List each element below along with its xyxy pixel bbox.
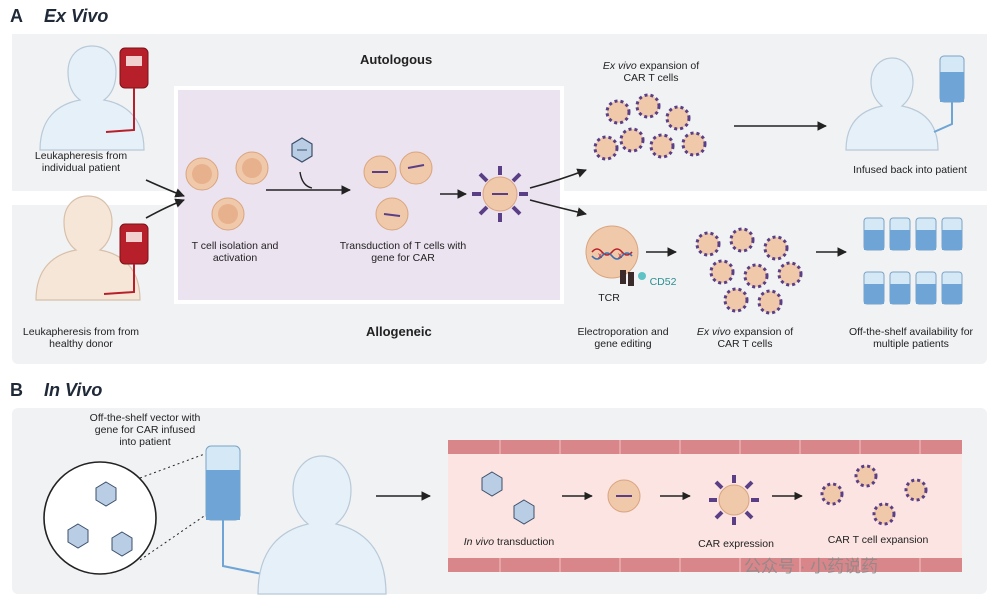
label-electroporation: Electroporation and gene editing [577, 326, 669, 350]
svg-text:x: x [598, 251, 602, 260]
blood-bag-donor [103, 223, 149, 295]
label-off-the-shelf: Off-the-shelf availability for multiple … [848, 326, 974, 350]
panel-a-letter: A [10, 6, 23, 26]
label-expansion-autologous: Ex vivo expansion of CAR T cells [596, 60, 706, 84]
panel-a-title: Ex Vivo [44, 6, 109, 26]
patient-figure-donor [35, 195, 141, 301]
patient-figure-autologous [39, 45, 145, 151]
patient-figure-infused [845, 57, 939, 151]
panel-b-title: In Vivo [44, 380, 103, 400]
label-car-expansion: CAR T cell expansion [827, 534, 929, 546]
label-car-expression: CAR expression [698, 538, 774, 550]
car-t-expansion-autologous [593, 93, 707, 161]
iv-bag-vector [205, 445, 263, 575]
allogeneic-heading: Allogeneic [366, 324, 432, 339]
car-expressing-cell [709, 475, 759, 525]
viral-vector-icon [291, 137, 313, 163]
transduced-t-cell [607, 479, 641, 513]
expansion-rest-allo: expansion of CAR T cells [717, 326, 794, 350]
patient-figure-in-vivo [257, 455, 387, 595]
car-t-cell [472, 166, 528, 222]
in-vivo-rest: transduction [497, 536, 555, 548]
svg-text:x: x [618, 251, 622, 260]
panel-b-illustration [43, 440, 962, 595]
expansion-italic-allo: Ex vivo [696, 326, 731, 338]
label-isolation: T cell isolation and activation [191, 240, 279, 264]
iv-bag-infused [933, 55, 965, 133]
gene-editing-cell: x x [585, 225, 646, 286]
label-transduction: Transduction of T cells with gene for CA… [339, 240, 467, 264]
expansion-rest: expansion of CAR T cells [623, 60, 700, 84]
label-vector: Off-the-shelf vector with gene for CAR i… [89, 412, 201, 448]
label-infused-back: Infused back into patient [853, 164, 967, 176]
t-cells-transduced [363, 151, 433, 231]
vector-inset-circle [43, 451, 211, 575]
label-leukapheresis-donor: Leukapheresis from from healthy donor [22, 326, 140, 350]
car-t-expansion-in-vivo [820, 464, 928, 526]
in-vivo-vectors [481, 471, 535, 525]
panel-a-illustration: x x [35, 45, 965, 315]
label-cd52: CD52 [649, 276, 677, 288]
band-divider-right [572, 191, 987, 205]
label-in-vivo-transduction: In vivo transduction [454, 536, 564, 548]
expansion-italic: Ex vivo [602, 60, 637, 72]
autologous-heading: Autologous [360, 52, 433, 67]
label-leukapheresis-individual: Leukapheresis from individual patient [34, 150, 128, 174]
blood-bag-autologous [105, 47, 149, 133]
in-vivo-italic: In vivo [463, 536, 495, 548]
watermark: 公众号 · 小药说药 [744, 557, 879, 576]
car-t-expansion-allogeneic [695, 227, 803, 315]
label-expansion-allogeneic: Ex vivo expansion of CAR T cells [690, 326, 800, 350]
panel-b-letter: B [10, 380, 23, 400]
t-cells-isolation [185, 151, 269, 231]
label-tcr: TCR [598, 292, 620, 304]
